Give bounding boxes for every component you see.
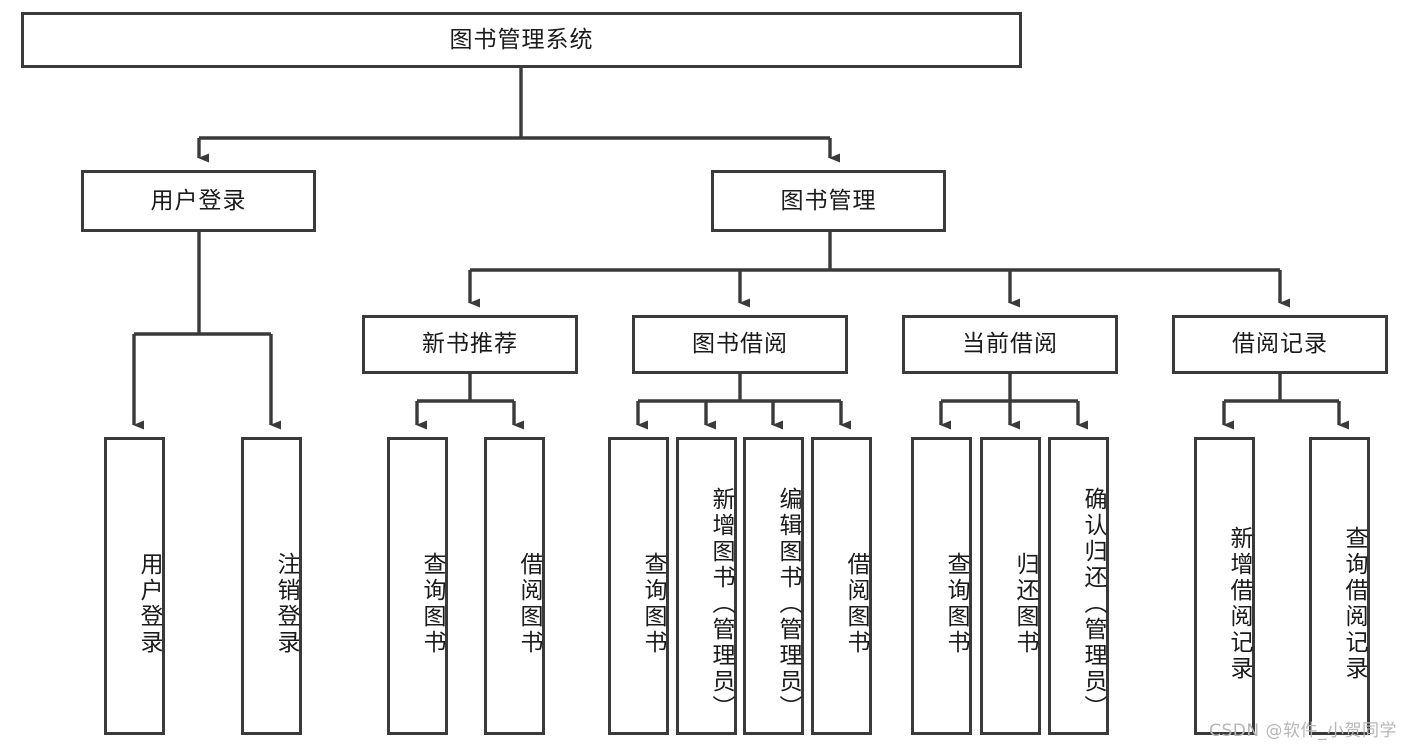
node-label: 注销登录 [273,552,299,656]
node-label: 查询借阅记录 [1341,526,1367,682]
node-current-borrow[interactable]: 当前借阅 [902,315,1118,374]
node-label: 查询图书 [943,552,969,656]
node-label: 归还图书 [1012,552,1038,656]
node-new-book-recommend[interactable]: 新书推荐 [362,315,578,374]
node-user-login[interactable]: 用户登录 [81,170,316,232]
node-label: 借阅图书 [843,552,869,656]
node-book-management[interactable]: 图书管理 [711,170,946,232]
leaf-confirm-return-admin[interactable]: 确认归还（管理员） [1048,437,1109,735]
node-label: 借阅记录 [1232,331,1328,358]
node-label: 新增图书（管理员） [708,487,734,721]
node-label: 查询图书 [640,552,666,656]
node-label: 新书推荐 [422,331,518,358]
node-label: 用户登录 [150,187,247,214]
leaf-return-book[interactable]: 归还图书 [980,437,1041,735]
leaf-borrow-book-recommend[interactable]: 借阅图书 [484,437,545,735]
leaf-query-borrow-record[interactable]: 查询借阅记录 [1309,437,1370,735]
leaf-edit-book-admin[interactable]: 编辑图书（管理员） [743,437,804,735]
node-label: 图书借阅 [692,331,788,358]
node-root-system[interactable]: 图书管理系统 [21,12,1022,68]
leaf-add-book-admin[interactable]: 新增图书（管理员） [676,437,737,735]
node-label: 图书管理系统 [449,26,594,53]
leaf-borrow-book[interactable]: 借阅图书 [811,437,872,735]
leaf-query-book-borrow[interactable]: 查询图书 [608,437,669,735]
leaf-logout-login[interactable]: 注销登录 [241,437,302,735]
node-book-borrow[interactable]: 图书借阅 [632,315,848,374]
node-label: 借阅图书 [516,552,542,656]
leaf-query-book-current[interactable]: 查询图书 [911,437,972,735]
node-label: 新增借阅记录 [1226,526,1252,682]
leaf-user-login[interactable]: 用户登录 [104,437,165,735]
node-label: 当前借阅 [962,331,1058,358]
node-label: 确认归还（管理员） [1080,487,1106,721]
node-label: 图书管理 [780,187,877,214]
node-borrow-record[interactable]: 借阅记录 [1172,315,1388,374]
csdn-watermark: CSDN @软件_小贺同学 [1209,721,1397,741]
node-label: 编辑图书（管理员） [775,487,801,721]
node-label: 查询图书 [419,552,445,656]
leaf-add-borrow-record[interactable]: 新增借阅记录 [1194,437,1255,735]
node-label: 用户登录 [136,552,162,656]
leaf-query-book-recommend[interactable]: 查询图书 [387,437,448,735]
